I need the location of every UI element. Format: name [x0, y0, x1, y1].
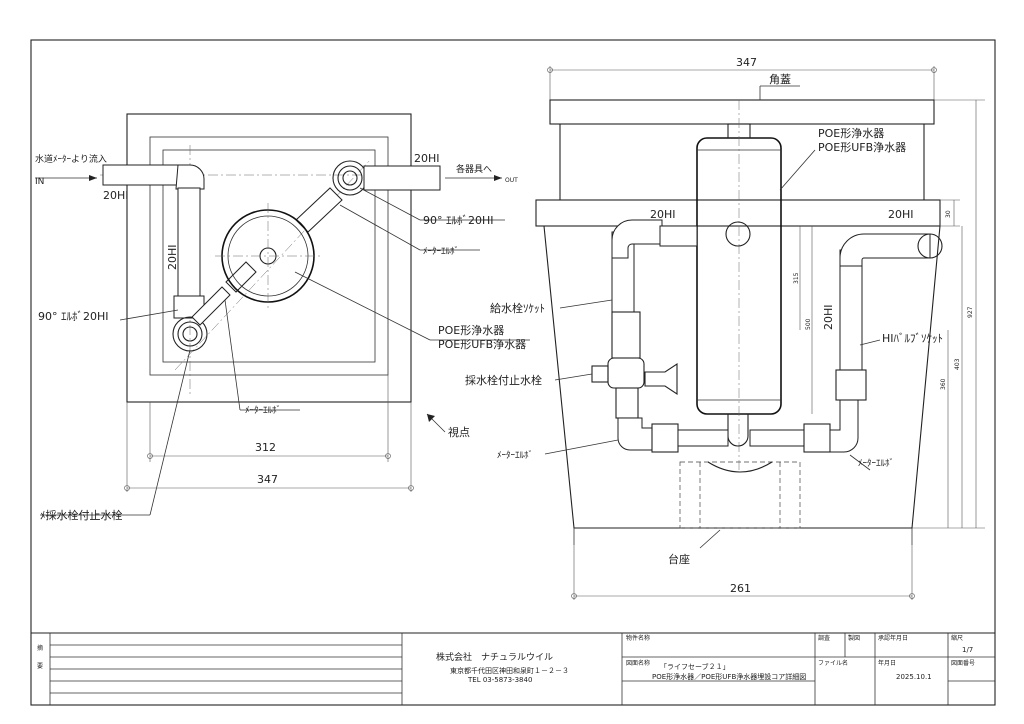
section-pipe-right-label: 20HI — [888, 208, 914, 221]
plan-inlet-label: 水道ﾒｰﾀｰより流入 — [35, 153, 107, 165]
plan-purifier-label-1: POE形浄水器 — [438, 323, 504, 337]
tb-tel: TEL 03-5873-3840 — [467, 676, 532, 684]
section-dim-bottom: 261 — [730, 582, 751, 595]
plan-view-point-label: 視点 — [448, 425, 470, 439]
section-pipe-left-label: 20HI — [650, 208, 676, 221]
tb-drawing-name-2: POE形浄水器／POE形UFB浄水器埋設コア詳細図 — [652, 672, 806, 681]
section-sampling-valve-label: 採水栓付止水栓 — [465, 373, 542, 387]
plan-dim-outer: 347 — [257, 473, 278, 486]
tb-page: 1/7 — [962, 646, 973, 654]
section-dim-top: 347 — [736, 56, 757, 69]
plan-sampling-valve-label: ﾒ採水栓付止水栓 — [40, 508, 123, 522]
plan-meter-elbow-right-label: ﾒｰﾀｰｴﾙﾎﾞ — [423, 246, 459, 257]
tb-date-label: 年月日 — [878, 659, 896, 667]
section-purifier-label-2: POE形UFB浄水器 — [818, 140, 906, 154]
plan-elbow-right-label: 90° ｴﾙﾎﾞ20HI — [423, 214, 494, 227]
plan-elbow-left-label: 90° ｴﾙﾎﾞ20HI — [38, 310, 109, 323]
plan-inlet-pipe-label: 20HI — [103, 189, 129, 202]
sheet-border — [30, 39, 996, 706]
section-meter-elbow-right-label: ﾒｰﾀｰｴﾙﾎﾞ — [858, 458, 894, 469]
tb-approve-label: 承認年月日 — [878, 634, 908, 642]
tb-company: 株式会社 ナチュラルウイル — [436, 651, 553, 663]
plan-dim-inner: 312 — [255, 441, 276, 454]
tb-drawing-no-label: 図面番号 — [951, 660, 975, 667]
section-dim-927: 927 — [967, 306, 974, 318]
section-dim-315: 315 — [793, 272, 800, 284]
section-meter-elbow-left-label: ﾒｰﾀｰｴﾙﾎﾞ — [497, 450, 533, 461]
tb-design-label: 製図 — [848, 634, 860, 642]
tb-page-label: 縮尺 — [951, 634, 963, 642]
section-box — [543, 225, 941, 529]
tb-check-label: 調査 — [818, 634, 830, 642]
section-dim-500: 500 — [805, 318, 812, 330]
section-vertical-pipe-label: 20HI — [822, 304, 835, 330]
title-block: 摘 要 株式会社 ナチュラルウイル 東京都千代田区神田和泉町１－２－３ TEL … — [31, 632, 995, 705]
tb-address: 東京都千代田区神田和泉町１－２－３ — [450, 666, 569, 675]
tb-file-label: ファイル名 — [818, 659, 848, 667]
tb-row-label-1: 摘 — [37, 644, 43, 652]
section-lid — [549, 99, 935, 125]
section-sampling-valve-body — [607, 357, 645, 389]
plan-outlet-pipe-label: 20HI — [414, 152, 440, 165]
section-hi-valve-socket-label: HIﾊﾞﾙﾌﾞｿｹｯﾄ — [882, 332, 943, 345]
section-collar — [535, 199, 941, 227]
plan-outer-box — [126, 113, 412, 403]
section-dim-360: 360 — [940, 378, 947, 390]
tb-property-label: 物件名称 — [626, 634, 650, 642]
section-base — [679, 461, 801, 529]
plan-meter-elbow-bottom-label: ﾒｰﾀｰｴﾙﾎﾞ — [245, 405, 281, 416]
tb-drawing-name-label: 図面名称 — [626, 659, 650, 667]
plan-purifier-label-2: POE形UFB浄水器 — [438, 337, 526, 351]
plan-out-label: OUT — [505, 177, 518, 184]
plan-vertical-pipe-label: 20HI — [166, 244, 179, 270]
plan-in-label: IN — [35, 177, 44, 187]
plan-view: 水道ﾒｰﾀｰより流入 IN 20HI 20HI 各器具へ OUT 20HI 90… — [35, 113, 530, 522]
tb-date: 2025.10.1 — [896, 673, 932, 681]
tb-row-label-2: 要 — [37, 663, 43, 670]
tb-drawing-name-1: 「ライフセーブ２１」 — [660, 662, 730, 671]
section-base-label: 台座 — [668, 552, 690, 566]
section-view: 347 角蓋 POE形浄水器 POE形UFB浄水器 20HI 20HI 給水栓ｿ… — [465, 56, 985, 600]
section-lid-label: 角蓋 — [769, 73, 791, 86]
section-dim-403: 403 — [954, 358, 961, 370]
section-socket-supply-label: 給水栓ｿｹｯﾄ — [490, 301, 545, 315]
plan-inner-box — [149, 136, 389, 376]
section-dim-30: 30 — [945, 210, 952, 218]
section-purifier-label-1: POE形浄水器 — [818, 126, 884, 140]
plan-outlet-label: 各器具へ — [456, 163, 492, 175]
